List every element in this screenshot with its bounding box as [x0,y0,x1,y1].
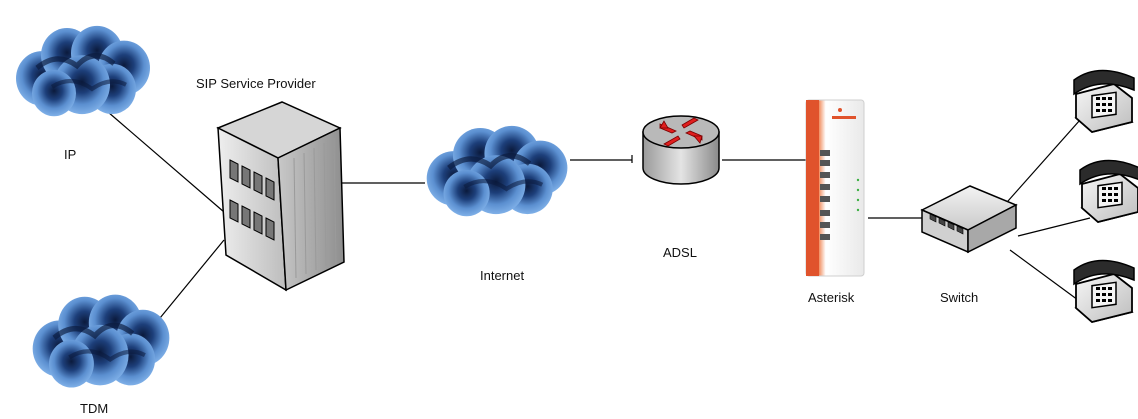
switch-label: Switch [940,290,979,305]
ip-cloud [16,26,150,116]
network-switch-icon [920,185,1018,254]
tdm-cloud [33,295,170,388]
connection-lines [107,111,1091,319]
link-switch-phone-3 [1009,249,1079,301]
link-tdm-provider [159,239,225,319]
link-ip-provider [107,111,225,213]
building-icon [216,101,345,292]
telephone-icon-2 [1079,159,1138,223]
telephone-icon-3 [1073,259,1135,323]
link-switch-phone-1 [999,119,1081,211]
internet-label: Internet [480,268,525,283]
ip-label: IP [64,147,77,162]
asterisk-label: Asterisk [808,290,855,305]
internet-cloud [427,126,568,216]
router-icon [642,115,720,185]
adsl-label: ADSL [663,245,697,260]
server-appliance-icon [805,99,865,277]
link-switch-phone-2 [1017,217,1091,237]
sip-provider-label: SIP Service Provider [196,76,316,91]
tdm-label: TDM [80,401,109,416]
telephone-icon-1 [1073,69,1135,133]
